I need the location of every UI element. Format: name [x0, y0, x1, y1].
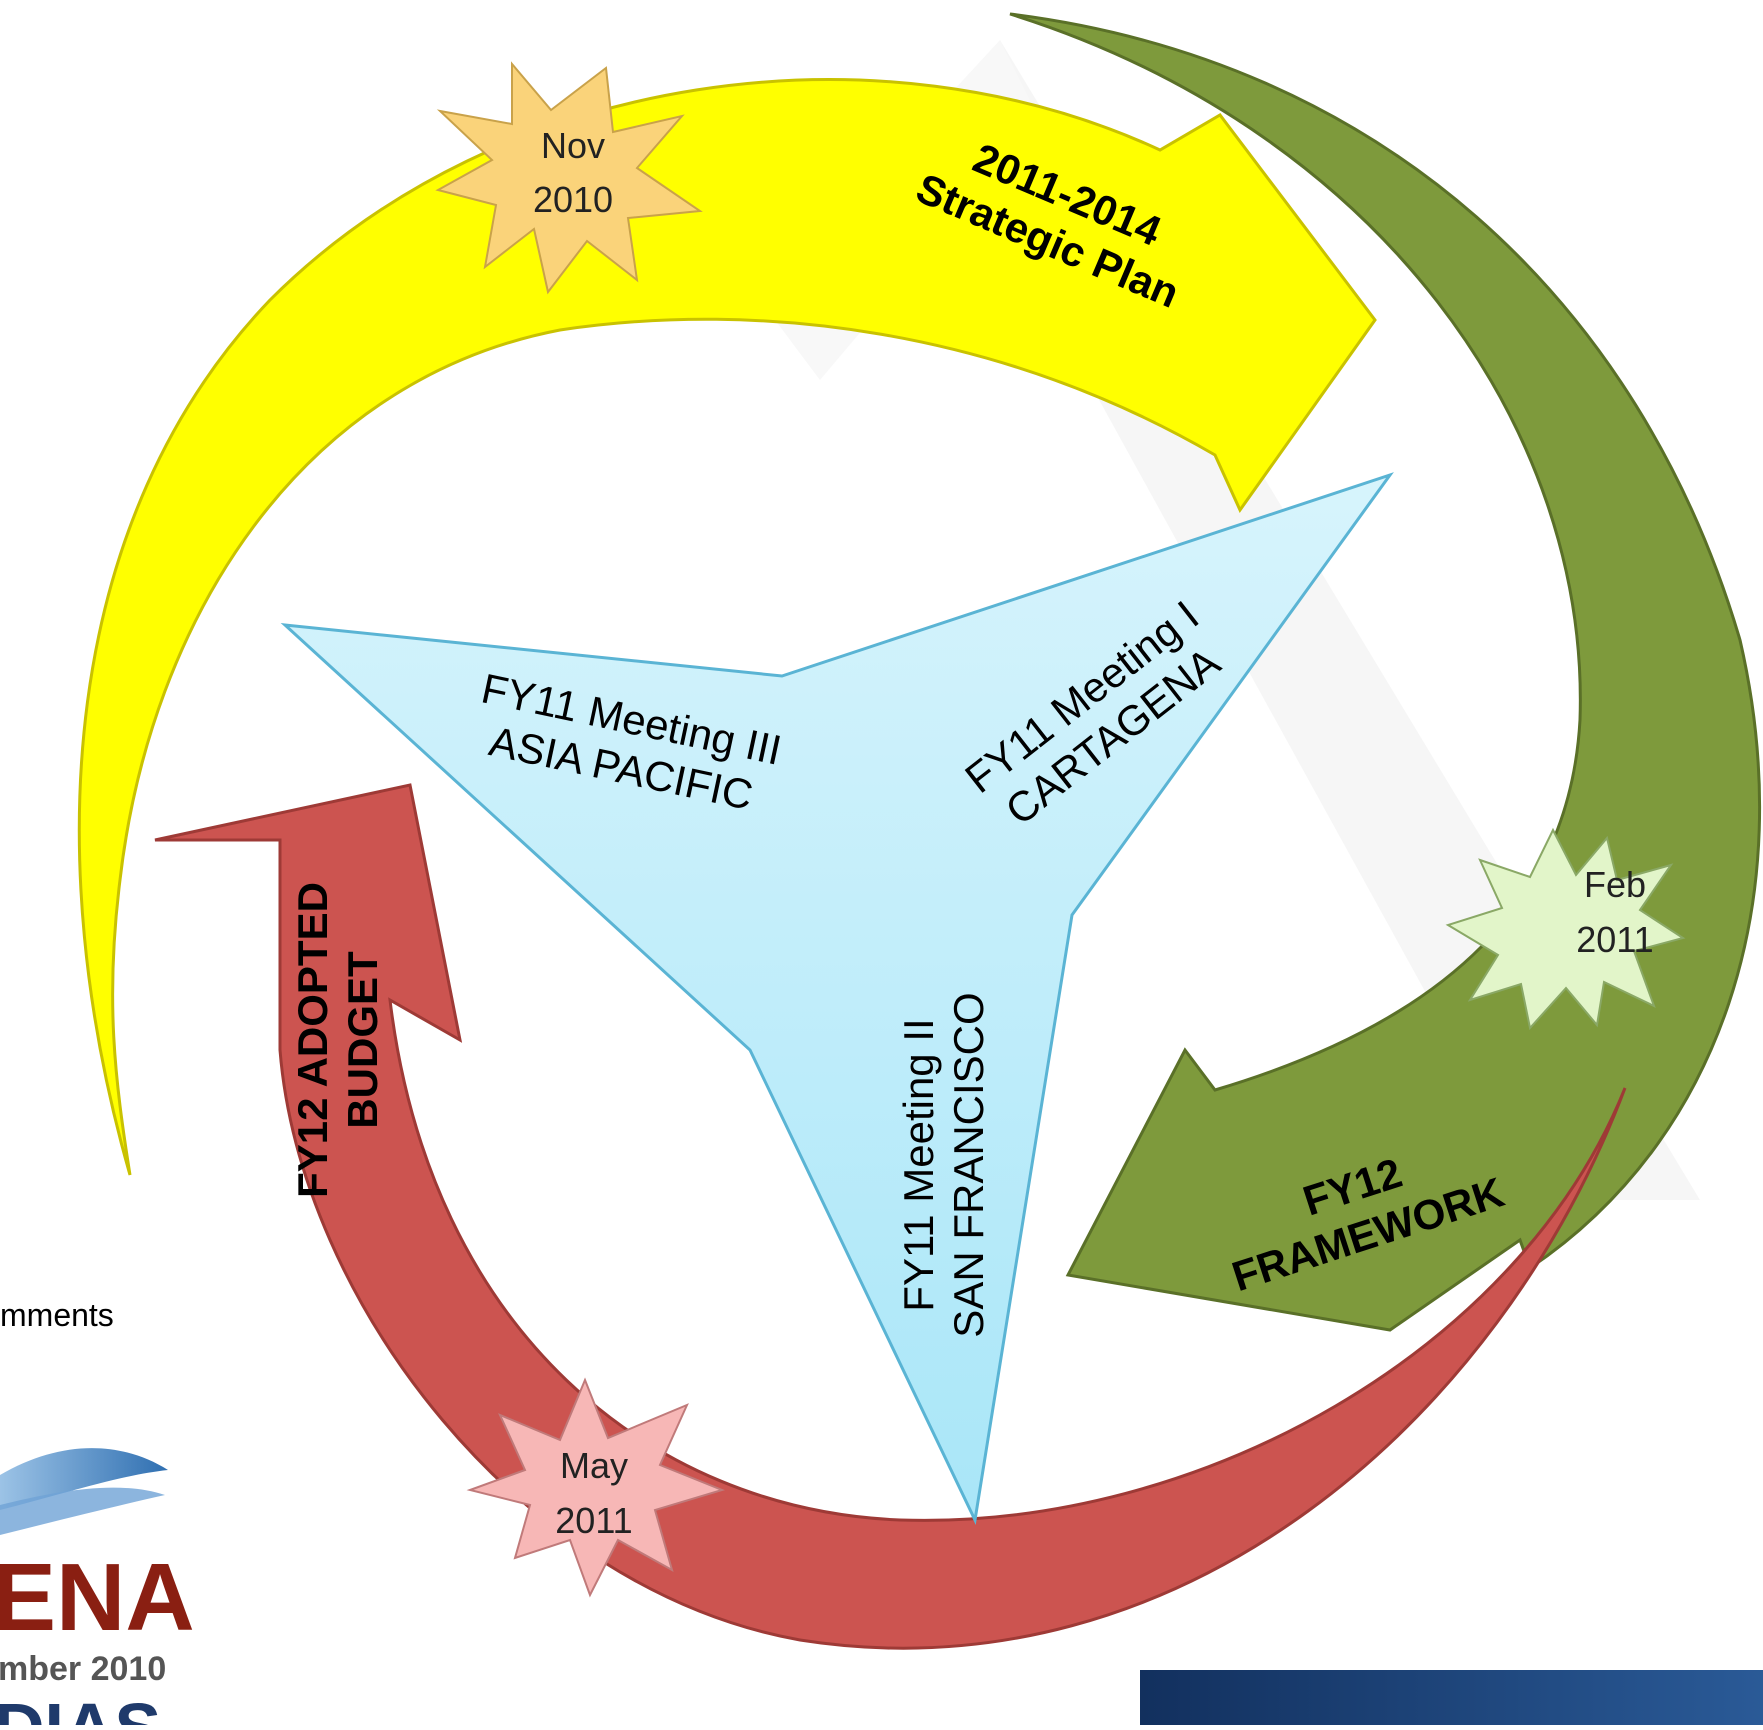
strategic-arrow: [77, 78, 1377, 1176]
may-month: May: [560, 1445, 628, 1486]
nov-year: 2010: [533, 179, 613, 220]
logo-wave: [0, 1448, 168, 1510]
nov-burst: Nov 2010: [435, 61, 703, 295]
logo-date-text: mber 2010: [0, 1650, 166, 1688]
event-logo: ENA mber 2010 DIAS: [0, 1448, 195, 1730]
bottom-band: [1140, 1670, 1763, 1725]
logo-main-text: ENA: [0, 1544, 195, 1651]
side-text: mments: [0, 1297, 114, 1333]
logo-bottom-text: DIAS: [0, 1689, 161, 1725]
meeting2-line1: FY11 Meeting II: [895, 1018, 942, 1311]
nov-month: Nov: [541, 125, 605, 166]
budget-label-line2: BUDGET: [339, 951, 386, 1129]
budget-label: FY12 ADOPTED BUDGET: [289, 882, 386, 1198]
meeting-triangle: [280, 472, 1394, 1525]
feb-burst: Feb 2011: [1445, 827, 1686, 1031]
meeting2-label: FY11 Meeting II SAN FRANCISCO: [895, 992, 992, 1337]
feb-month: Feb: [1584, 864, 1646, 905]
may-year: 2011: [555, 1500, 632, 1541]
nov-burst-shape: [435, 61, 703, 295]
may-burst: May 2011: [466, 1377, 726, 1598]
budget-label-line1: FY12 ADOPTED: [289, 882, 336, 1198]
feb-year: 2011: [1576, 919, 1653, 960]
feb-burst-shape: [1445, 827, 1686, 1031]
may-burst-shape: [466, 1377, 726, 1598]
framework-arrow: [1009, 12, 1762, 1332]
meeting2-line2: SAN FRANCISCO: [945, 992, 992, 1337]
